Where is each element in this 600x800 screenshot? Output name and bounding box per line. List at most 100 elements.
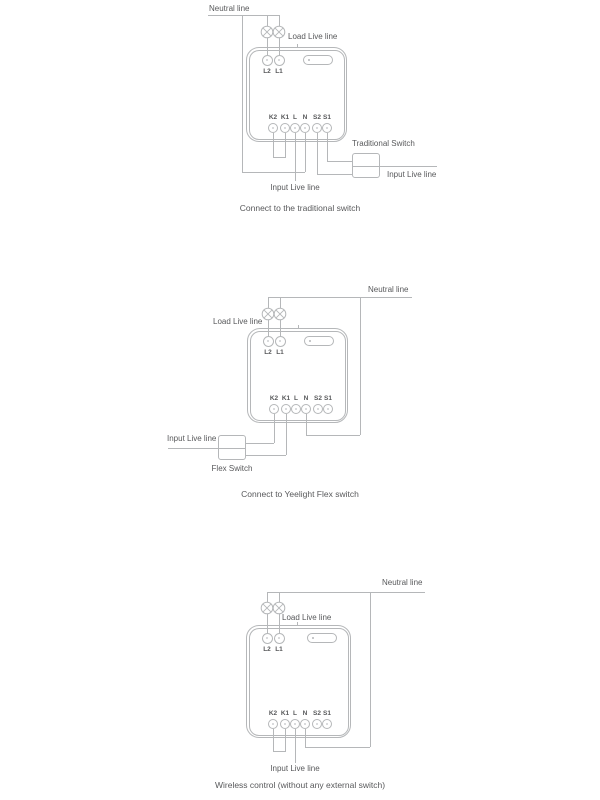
module-top-notch	[297, 622, 298, 626]
smart-switch-module-body	[246, 47, 347, 142]
wire	[246, 443, 274, 444]
terminal-screw-dot	[278, 637, 280, 639]
terminal-label: N	[302, 114, 308, 121]
wire	[360, 297, 361, 435]
terminal-label: L	[294, 395, 298, 402]
terminal-screw-dot	[316, 127, 318, 129]
wire	[286, 414, 287, 455]
wire	[267, 592, 268, 638]
wire	[317, 174, 352, 175]
terminal-label: S2	[314, 395, 322, 402]
load-live-line-label: Load Live line	[288, 32, 338, 41]
terminal-screw-dot	[284, 127, 286, 129]
terminal-label: N	[302, 710, 308, 717]
wire	[168, 448, 246, 449]
terminal-screw-dot	[295, 408, 297, 410]
flex-switch-label: Flex Switch	[211, 464, 253, 473]
wire	[242, 15, 243, 172]
smart-switch-module-body	[247, 328, 348, 423]
neutral-line-label: Neutral line	[209, 4, 250, 13]
terminal-screw-dot	[266, 59, 268, 61]
terminal-label: K1	[280, 114, 290, 121]
module-inner-outline	[248, 49, 345, 140]
wire	[352, 166, 437, 167]
terminal-label: L2	[264, 349, 272, 356]
input-live-line-label: Input Live line	[270, 764, 320, 773]
wire	[279, 592, 280, 638]
terminal-screw-dot	[326, 723, 328, 725]
load-live-line-label: Load Live line	[213, 317, 263, 326]
wire	[273, 133, 274, 157]
terminal-screw-dot	[278, 59, 280, 61]
neutral-line-label: Neutral line	[382, 578, 423, 587]
caption-traditional: Connect to the traditional switch	[239, 203, 361, 213]
terminal-label: S1	[323, 710, 331, 717]
lamp-icon	[272, 601, 286, 615]
wire	[208, 15, 280, 16]
wire	[306, 435, 360, 436]
terminal-label: S2	[313, 710, 321, 717]
terminal-screw-dot	[267, 340, 269, 342]
wire	[267, 592, 425, 593]
wire	[274, 414, 275, 443]
neutral-line-label: Neutral line	[368, 285, 409, 294]
terminal-screw-dot	[304, 127, 306, 129]
caption-flex: Connect to Yeelight Flex switch	[241, 489, 359, 499]
switch-input-live-line-label: Input Live line	[387, 170, 437, 179]
terminal-screw-dot	[305, 408, 307, 410]
wire	[295, 133, 296, 181]
module-top-notch	[297, 44, 298, 48]
terminal-label: L1	[275, 68, 283, 75]
traditional-switch-label: Traditional Switch	[352, 139, 415, 148]
load-live-line-label: Load Live line	[282, 613, 332, 622]
wire	[273, 157, 286, 158]
terminal-screw-dot	[317, 408, 319, 410]
module-inner-outline	[248, 627, 349, 736]
input-live-line-label: Input Live line	[270, 183, 320, 192]
wire	[327, 133, 328, 161]
smart-switch-module-body	[246, 625, 351, 738]
wire	[295, 729, 296, 763]
wire	[306, 414, 307, 435]
wire	[273, 729, 274, 751]
terminal-label: S1	[323, 114, 331, 121]
traditional-switch-box	[352, 153, 380, 178]
terminal-label: S1	[324, 395, 332, 402]
terminal-screw-dot	[326, 127, 328, 129]
terminal-label: K2	[268, 114, 278, 121]
wire	[317, 133, 318, 174]
terminal-label: K1	[280, 710, 290, 717]
caption-wireless: Wireless control (without any external s…	[214, 780, 386, 790]
wire	[305, 729, 306, 747]
terminal-screw-dot	[266, 637, 268, 639]
flex-switch-box	[218, 435, 246, 460]
terminal-screw-dot	[316, 723, 318, 725]
wire	[285, 133, 286, 157]
lamp-icon	[273, 307, 287, 321]
reset-button-dot	[309, 340, 311, 342]
terminal-label: L2	[263, 646, 271, 653]
wire	[273, 751, 286, 752]
reset-button	[304, 336, 334, 346]
module-inner-outline	[249, 330, 346, 421]
reset-button	[303, 55, 333, 65]
reset-button	[307, 633, 337, 643]
terminal-screw-dot	[284, 723, 286, 725]
reset-button-dot	[308, 59, 310, 61]
wire	[370, 592, 371, 747]
terminal-screw-dot	[327, 408, 329, 410]
terminal-screw-dot	[272, 723, 274, 725]
wire	[242, 172, 305, 173]
reset-button-dot	[312, 637, 314, 639]
terminal-screw-dot	[272, 127, 274, 129]
terminal-screw-dot	[294, 127, 296, 129]
terminal-label: L2	[263, 68, 271, 75]
wire	[327, 161, 352, 162]
lamp-icon	[260, 25, 274, 39]
terminal-label: L1	[275, 646, 283, 653]
terminal-label: K1	[281, 395, 291, 402]
